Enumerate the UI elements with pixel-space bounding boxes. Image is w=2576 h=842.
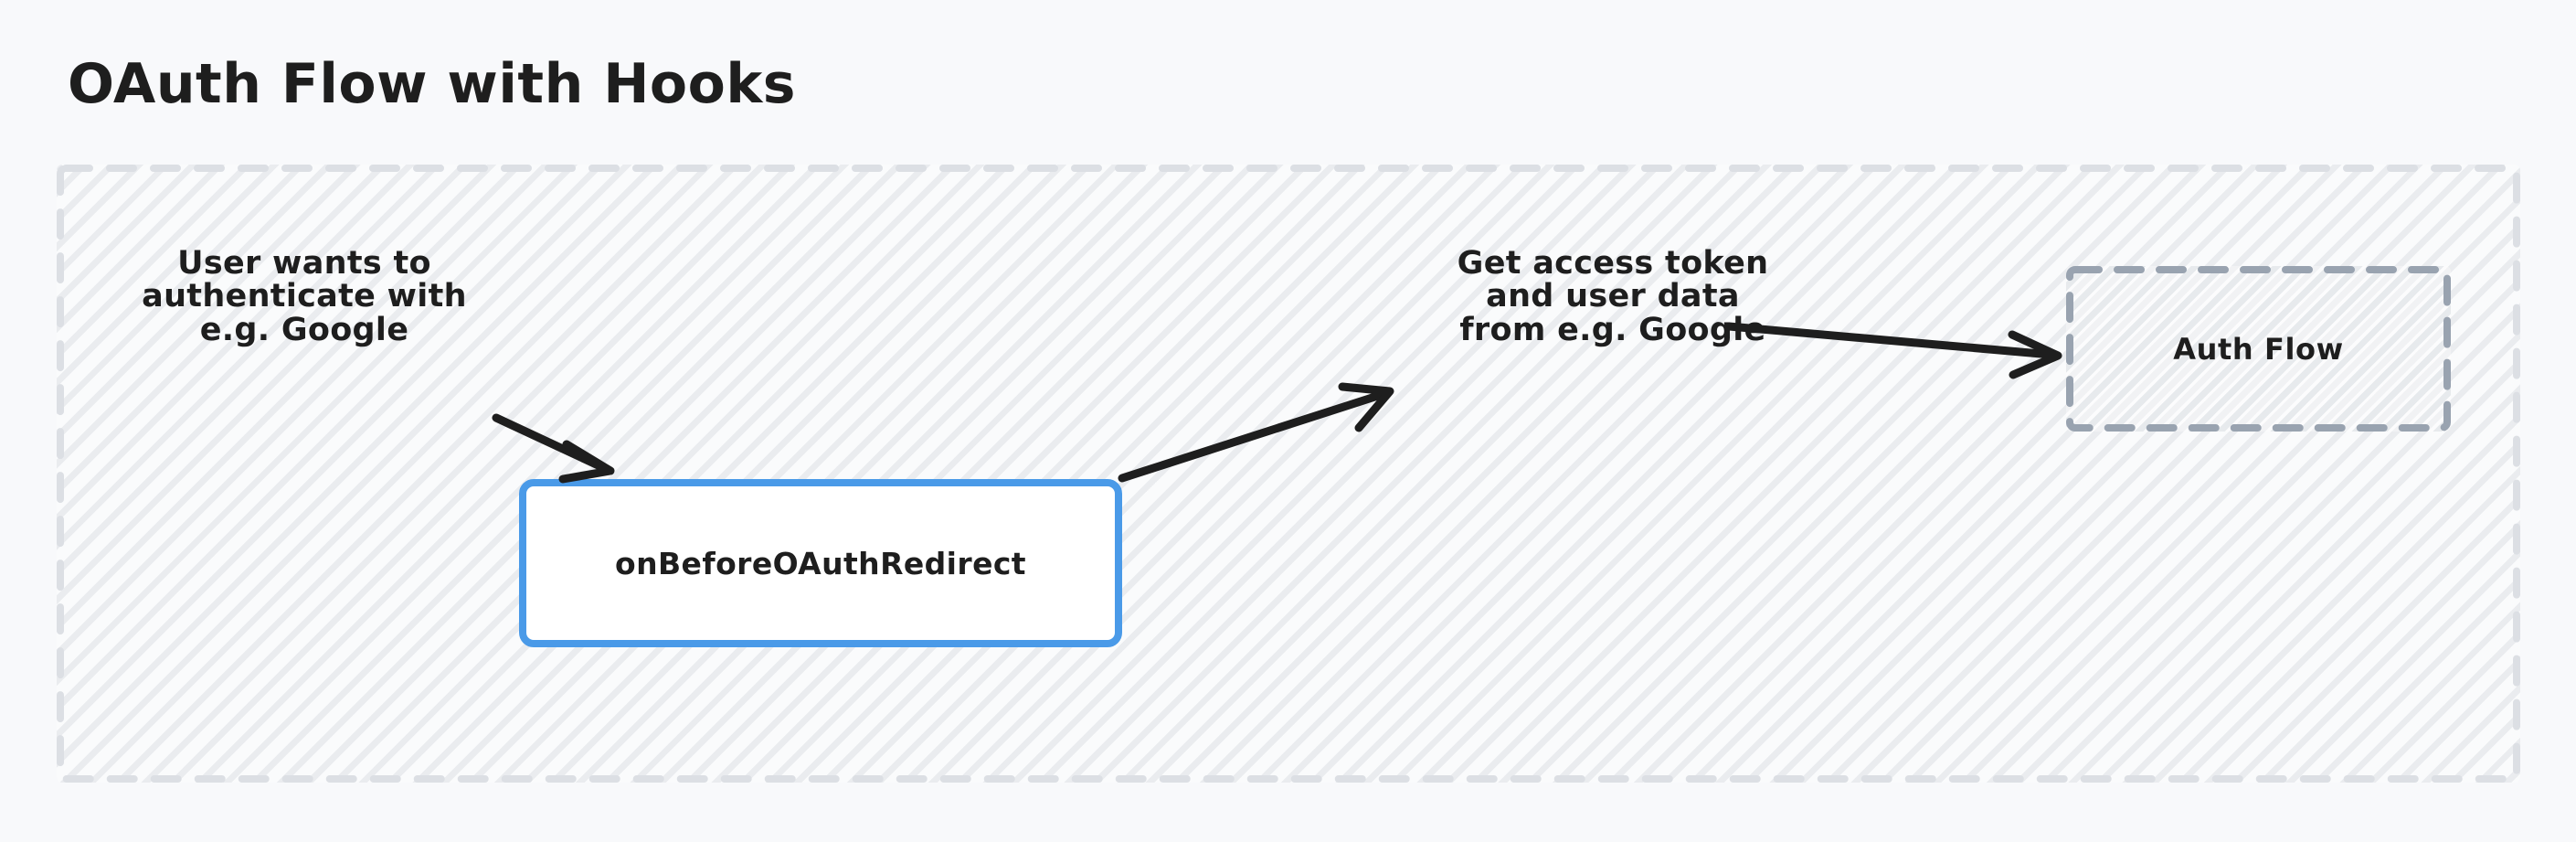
hook-node-label: onBeforeOAuthRedirect bbox=[615, 545, 1026, 581]
auth-flow-node-label: Auth Flow bbox=[2173, 331, 2344, 367]
label-user-request: User wants to authenticate with e.g. Goo… bbox=[142, 245, 467, 348]
page-title: OAuth Flow with Hooks bbox=[68, 52, 796, 116]
hook-node-on-before-oauth-redirect[interactable]: onBeforeOAuthRedirect bbox=[519, 479, 1122, 647]
label-token-response: Get access token and user data from e.g.… bbox=[1457, 245, 1769, 348]
